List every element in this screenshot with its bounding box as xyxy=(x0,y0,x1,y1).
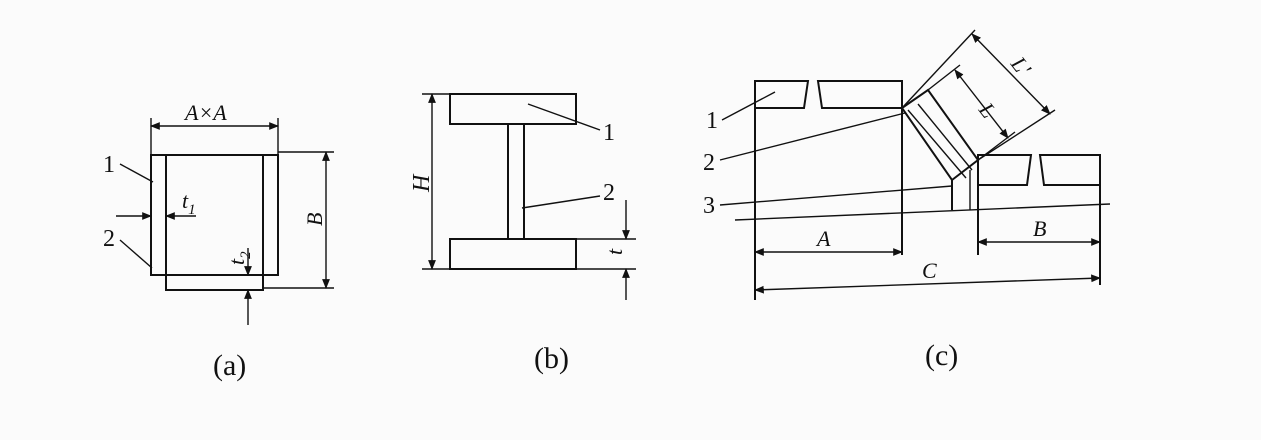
figure-a-left-wall xyxy=(150,154,167,276)
figure-c-dim-a: A xyxy=(815,226,831,251)
figure-b: H t 1 2 (b) xyxy=(409,93,636,375)
figure-c-inclined-web xyxy=(900,88,980,182)
figure-b-top-flange xyxy=(449,93,577,125)
figure-b-bottom-flange xyxy=(449,238,577,270)
figure-c-left-flange-b xyxy=(816,80,903,109)
figure-c-right-flange-b xyxy=(1038,154,1101,186)
figure-b-dim-height: H xyxy=(409,173,435,193)
figure-c-right-flange-a xyxy=(977,154,1033,186)
figure-c-dim-l-prime: L' xyxy=(1005,51,1036,81)
figure-c-caption: (c) xyxy=(925,339,958,372)
figure-a-bottom-plate xyxy=(165,274,264,291)
figure-c-left-flange-a xyxy=(754,80,810,109)
figure-c-dim-l: L xyxy=(973,97,1001,123)
figure-a-dim-height: B xyxy=(302,213,327,226)
figure-c-label-3: 3 xyxy=(703,193,715,219)
figure-a-caption: (a) xyxy=(213,349,246,382)
figure-a-dim-t2: t2 xyxy=(224,251,254,265)
figure-a: A×A B t1 t2 1 2 (a) xyxy=(103,100,334,382)
figure-a-label-1: 1 xyxy=(103,152,115,178)
figure-b-label-1: 1 xyxy=(603,120,615,146)
figure-a-dim-t1: t1 xyxy=(182,188,196,218)
figure-c-label-2: 2 xyxy=(703,150,715,176)
figure-b-label-2: 2 xyxy=(603,180,615,206)
figure-c-label-1: 1 xyxy=(706,108,718,134)
figure-c: L L' A B C 1 2 3 (c) xyxy=(703,29,1111,372)
figure-a-dim-width: A×A xyxy=(183,100,227,125)
figure-a-right-wall xyxy=(262,154,279,276)
figure-b-web xyxy=(507,123,525,240)
figure-b-dim-t: t xyxy=(602,248,627,255)
figure-c-dim-b: B xyxy=(1033,216,1046,241)
figure-c-dim-c: C xyxy=(922,258,937,283)
figure-a-label-2: 2 xyxy=(103,226,115,252)
figure-b-caption: (b) xyxy=(534,342,569,375)
